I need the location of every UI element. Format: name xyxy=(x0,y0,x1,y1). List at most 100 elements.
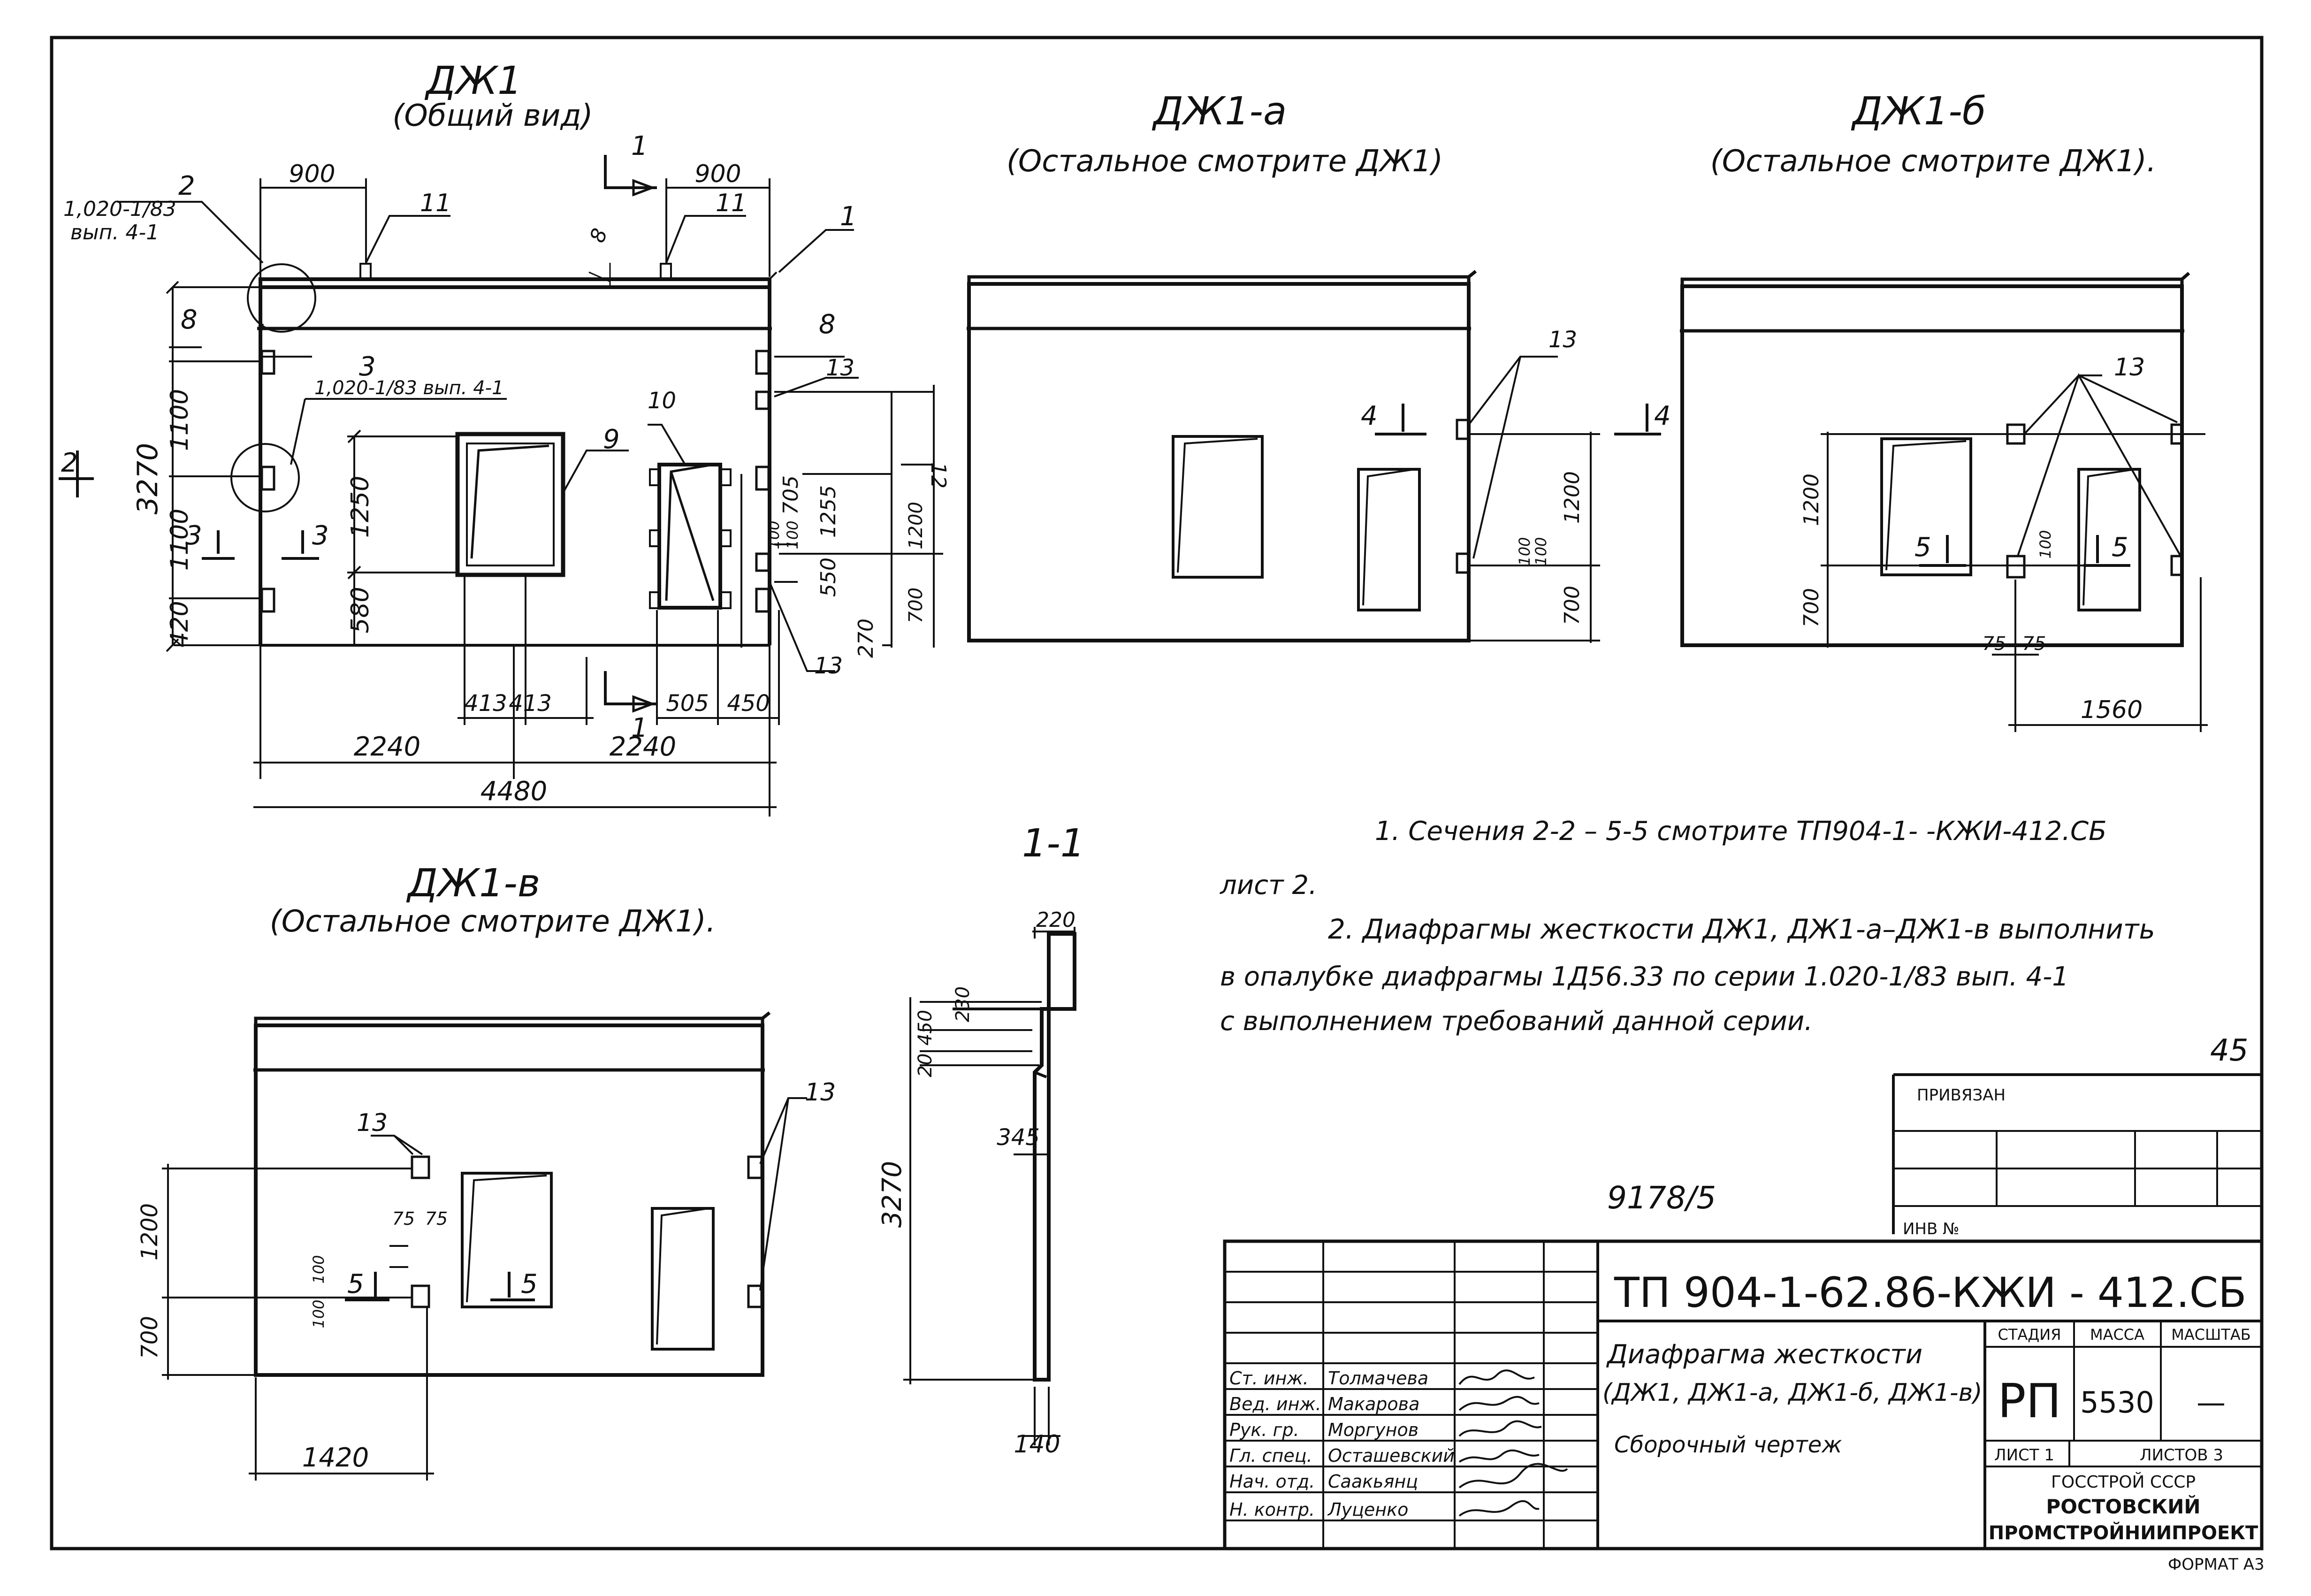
page-number: 45 xyxy=(2210,1033,2248,1068)
dzh1v-subtitle: (Остальное смотрите ДЖ1). xyxy=(270,904,716,939)
dzh1-dim-505: 505 xyxy=(666,690,709,717)
dzh1v-callout-13b: 13 xyxy=(805,1078,836,1107)
dzh1-dim-413a: 413 xyxy=(464,690,507,717)
name-4: Осташевский xyxy=(1328,1445,1455,1466)
dzh1-plate-left-bot xyxy=(260,588,275,613)
dzh1-dim-1255: 1255 xyxy=(816,485,840,538)
dzh1b-dim-1560: 1560 xyxy=(2081,696,2143,724)
role-1: Ст. инж. xyxy=(1229,1368,1309,1389)
notes: 1. Сечения 2-2 – 5-5 смотрите ТП904-1- -… xyxy=(1220,816,2155,1037)
scale-value: — xyxy=(2197,1385,2226,1420)
dzh1-ref-series-3: 1,020-1/83 вып. 4-1 xyxy=(314,377,504,399)
dzh1-panel-outline xyxy=(259,277,771,645)
dzh1-lifting-loop-right xyxy=(660,263,672,281)
callout-1: 1 xyxy=(840,201,857,232)
dzh1a-panel-outline xyxy=(967,282,1471,642)
dzh1v-callout-13a: 13 xyxy=(357,1109,388,1137)
dzh1a-window xyxy=(1172,435,1264,579)
callout-12: 12 xyxy=(926,462,950,489)
dzh1b-dim-1200: 1200 xyxy=(1800,473,1823,526)
dzh1b-section-5a: 5 xyxy=(1914,532,1931,563)
binding-table: ПРИВЯЗАН ИНВ № xyxy=(1892,1073,2262,1238)
view-dzh1a: ДЖ1-а (Остальное смотрите ДЖ1) 13 4 4 12… xyxy=(967,89,1671,643)
name-5: Саакьянц xyxy=(1328,1471,1418,1492)
dzh1v-dim-1420: 1420 xyxy=(302,1443,369,1473)
dzh1-ref-issue: вып. 4-1 xyxy=(70,221,159,244)
dzh1b-title: ДЖ1-б xyxy=(1851,89,1986,134)
dzh1a-plate-top xyxy=(1456,419,1471,440)
dzh1a-callout-13: 13 xyxy=(1548,327,1577,353)
dzh1-subtitle: (Общий вид) xyxy=(392,99,593,133)
title-code: ТП 904-1-62.86-КЖИ - 412.СБ xyxy=(1614,1268,2247,1317)
dzh1-plate-left-mid xyxy=(260,466,275,491)
callout-9: 9 xyxy=(603,424,620,455)
sheet-frame xyxy=(50,36,2264,1550)
dzh1v-dim-100a: 100 xyxy=(310,1255,328,1283)
role-6: Н. контр. xyxy=(1229,1499,1315,1520)
title-name-2: (ДЖ1, ДЖ1-а, ДЖ1-б, ДЖ1-в) xyxy=(1602,1379,1983,1407)
section-1-1-title: 1-1 xyxy=(1022,821,1085,866)
dzh1v-plate-c xyxy=(747,1155,763,1179)
dzh1a-section-4-right: 4 xyxy=(1654,401,1671,431)
sheet-no: ЛИСТ 1 xyxy=(1994,1446,2054,1465)
name-2: Макарова xyxy=(1328,1394,1419,1414)
callout-8-top: 8 xyxy=(585,225,612,246)
section-1-1-outline xyxy=(1033,932,1076,1382)
role-4: Гл. спец. xyxy=(1229,1445,1312,1466)
section-mark-1-bottom: 1 xyxy=(631,713,648,743)
dzh1b-dim-100: 100 xyxy=(2036,530,2054,558)
callout-8-right: 8 xyxy=(819,309,836,340)
section-mark-1-top: 1 xyxy=(631,131,648,161)
callout-2: 2 xyxy=(178,171,195,201)
dzh1-dim-580: 580 xyxy=(346,587,374,633)
view-section-1-1: 1-1 220 230 450 20 345 3270 140 xyxy=(877,821,1085,1459)
section-dim-230: 230 xyxy=(952,986,974,1022)
dzh1-detail-circle-2 xyxy=(247,263,316,333)
dzh1b-window xyxy=(1880,437,1972,576)
dzh1v-dim-100b: 100 xyxy=(310,1299,328,1328)
sheets-total: ЛИСТОВ 3 xyxy=(2140,1446,2223,1465)
name-3: Моргунов xyxy=(1328,1420,1419,1440)
callout-11a: 11 xyxy=(420,189,451,217)
dzh1v-window xyxy=(461,1172,553,1308)
dzh1b-opening xyxy=(2077,468,2141,611)
callout-13a: 13 xyxy=(826,355,854,381)
format-label: ФОРМАТ А3 xyxy=(2168,1555,2265,1574)
dzh1-dim-1250: 1250 xyxy=(346,476,374,538)
dzh1b-plate-b xyxy=(2006,555,2026,579)
callout-13b: 13 xyxy=(814,653,843,679)
dzh1-dim-2240b: 2240 xyxy=(610,732,677,762)
dzh1-dim-4480: 4480 xyxy=(481,776,548,807)
section-mark-3b: 3 xyxy=(312,520,329,551)
dzh1-title: ДЖ1 xyxy=(425,59,522,103)
section-mark-3a: 3 xyxy=(185,520,202,551)
dzh1-dim-270: 270 xyxy=(854,619,878,658)
dzh1-dim-450: 450 xyxy=(727,690,770,717)
dzh1b-subtitle: (Остальное смотрите ДЖ1). xyxy=(1710,144,2156,179)
dzh1v-title: ДЖ1-в xyxy=(406,861,540,906)
org-line-1: ГОССТРОЙ СССР xyxy=(2051,1472,2196,1492)
dzh1b-section-5b: 5 xyxy=(2112,532,2128,563)
inventory-label: ИНВ № xyxy=(1903,1220,1960,1238)
dzh1v-dim-75b: 75 xyxy=(425,1208,448,1229)
dzh1-plate-right-low1 xyxy=(755,552,770,572)
dzh1a-dim-100b: 100 xyxy=(1532,537,1550,565)
dzh1b-plate-d xyxy=(2170,555,2183,576)
dzh1-dim-100a: 100 xyxy=(765,520,783,549)
dzh1a-plate-bot xyxy=(1456,552,1471,574)
archive-number: 9178/5 xyxy=(1607,1180,1716,1216)
dzh1a-opening xyxy=(1357,468,1421,611)
name-6: Луценко xyxy=(1327,1499,1408,1520)
note-2-line1: 2. Диафрагмы жесткости ДЖ1, ДЖ1-а–ДЖ1-в … xyxy=(1328,913,2155,945)
note-1-line1: 1. Сечения 2-2 – 5-5 смотрите ТП904-1- -… xyxy=(1375,816,2107,847)
role-3: Рук. гр. xyxy=(1229,1420,1299,1440)
dzh1-dim-3270: 3270 xyxy=(131,443,164,515)
dzh1-plate-right-mid xyxy=(755,466,770,491)
scale-header: МАСШТАБ xyxy=(2171,1326,2250,1344)
callout-3: 3 xyxy=(359,351,376,382)
section-mark-2: 2 xyxy=(61,448,78,478)
stage-value: РП xyxy=(1998,1374,2061,1428)
dzh1-detail-circle-3 xyxy=(230,443,300,512)
dzh1-window-9 xyxy=(455,432,565,577)
stage-header: СТАДИЯ xyxy=(1998,1326,2061,1344)
